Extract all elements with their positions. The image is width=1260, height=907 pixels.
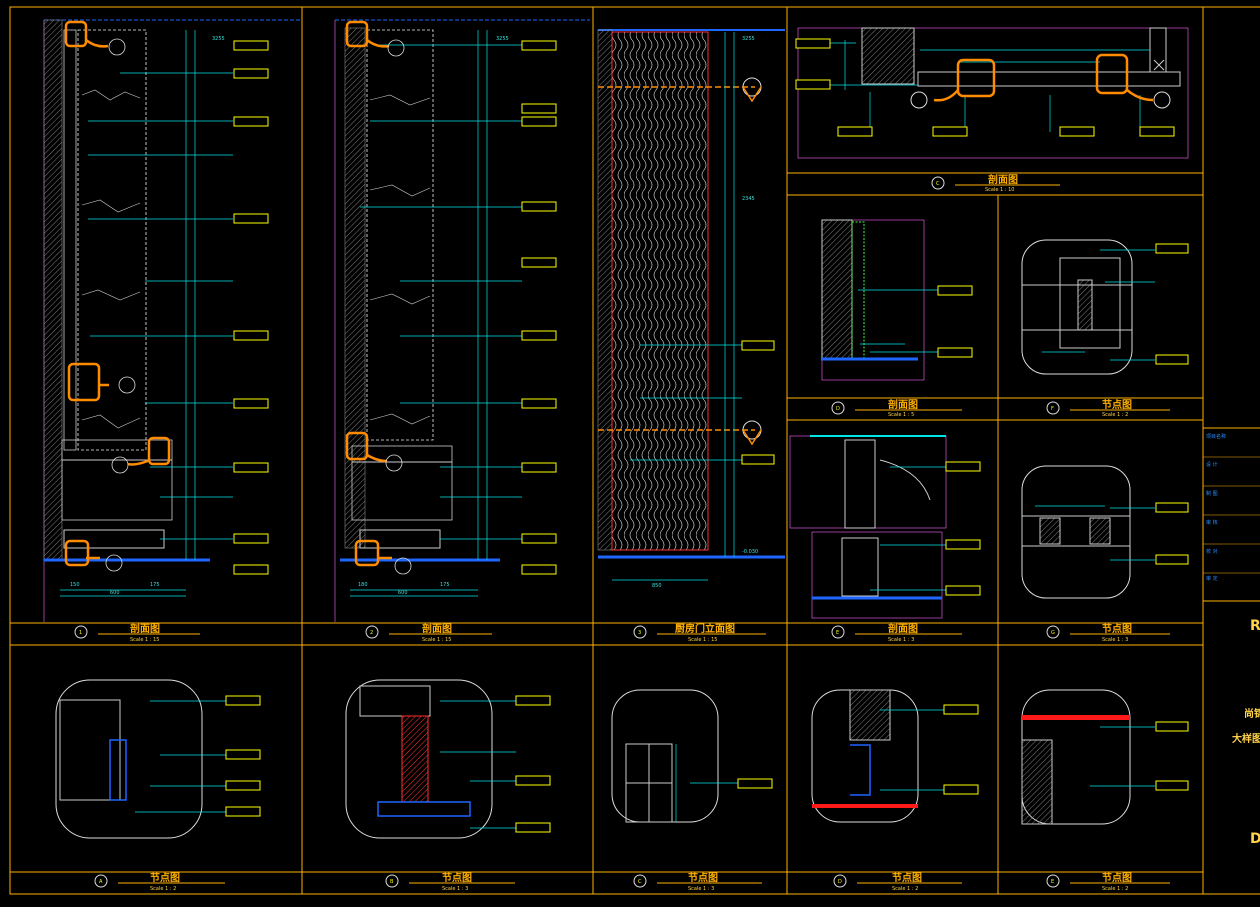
svg-text:节点图: 节点图 [688, 871, 718, 884]
svg-text:E: E [1051, 879, 1054, 885]
tb-row-2: 制 图 [1206, 490, 1218, 497]
title-block-rows [1203, 456, 1260, 574]
dim-left-p1: 150 [70, 582, 80, 588]
title-p9: A 节点图 Scale 1 : 2 [94, 871, 225, 892]
svg-text:Scale 1 : 15: Scale 1 : 15 [130, 637, 159, 643]
tb-row-0: 项目名称 [1206, 433, 1226, 440]
dim-left-p2: 180 [358, 582, 368, 588]
svg-text:剖面图: 剖面图 [130, 622, 160, 635]
tb-letter-top: R [1250, 618, 1260, 634]
panel-section-7 [789, 435, 981, 619]
panel-node-10 [345, 679, 551, 839]
svg-text:Scale 1 : 15: Scale 1 : 15 [422, 637, 451, 643]
dim-floor-p3: -0.030 [742, 549, 758, 555]
svg-text:E: E [836, 630, 839, 636]
dim-top-p1: 3255 [212, 36, 225, 42]
title-p7: E 剖面图 Scale 1 : 3 [831, 622, 962, 643]
svg-text:B: B [390, 879, 394, 885]
title-p3: 3 厨房门立面图 Scale 1 : 15 [633, 622, 766, 643]
svg-text:Scale 1 : 3: Scale 1 : 3 [888, 637, 914, 643]
svg-text:D: D [836, 406, 840, 412]
panel-node-8 [1021, 465, 1189, 599]
tb-letter-bottom: D [1250, 831, 1260, 847]
tb-row-3: 审 核 [1206, 519, 1218, 526]
panel-section-5 [821, 219, 973, 381]
title-p8: G 节点图 Scale 1 : 3 [1046, 622, 1170, 643]
dim-mid-p3: 2345 [742, 196, 755, 202]
panel-node-13 [1021, 689, 1189, 825]
svg-text:Scale 1 : 2: Scale 1 : 2 [1102, 412, 1128, 418]
title-block: 项目名称 设 计 制 图 审 核 校 对 审 定 R 尚锦 大样图 D [1206, 433, 1260, 847]
title-p6: F 节点图 Scale 1 : 2 [1046, 398, 1170, 418]
panel-titles: 1 剖面图 Scale 1 : 15 2 剖面图 Scale 1 : 15 3 … [74, 173, 1170, 892]
panel-node-9 [55, 679, 261, 839]
svg-text:F: F [1051, 406, 1054, 412]
svg-text:D: D [838, 879, 842, 885]
panel-node-11 [611, 689, 773, 823]
dim-top-p3: 3255 [742, 36, 755, 42]
svg-text:剖面图: 剖面图 [422, 622, 452, 635]
dim-width-p3: 850 [652, 583, 662, 589]
tb-row-5: 审 定 [1206, 575, 1218, 582]
svg-text:A: A [99, 879, 103, 885]
svg-text:Scale 1 : 15: Scale 1 : 15 [688, 637, 717, 643]
title-p5: D 剖面图 Scale 1 : 5 [831, 398, 962, 418]
svg-text:剖面图: 剖面图 [888, 398, 918, 411]
svg-text:节点图: 节点图 [892, 871, 922, 884]
svg-text:节点图: 节点图 [1102, 622, 1132, 635]
panel-node-12 [811, 689, 979, 823]
dim-right-p2: 175 [440, 582, 450, 588]
svg-text:1: 1 [79, 630, 82, 636]
tb-project-1: 尚锦 [1244, 707, 1260, 720]
sheet-frame [9, 6, 1260, 895]
title-p12: D 节点图 Scale 1 : 2 [833, 871, 962, 892]
dim-right-p1: 175 [150, 582, 160, 588]
tb-row-1: 设 计 [1206, 461, 1218, 468]
svg-text:厨房门立面图: 厨房门立面图 [675, 622, 735, 635]
svg-text:Scale 1 : 3: Scale 1 : 3 [442, 886, 468, 892]
svg-text:3: 3 [638, 630, 641, 636]
dim-top-p2: 3255 [496, 36, 509, 42]
svg-text:G: G [1051, 630, 1055, 636]
panel-elevation-3: 3255 850 2345 -0.030 [597, 29, 785, 589]
svg-text:Scale 1 : 2: Scale 1 : 2 [892, 886, 918, 892]
svg-text:Scale 1 : 2: Scale 1 : 2 [1102, 886, 1128, 892]
title-p1: 1 剖面图 Scale 1 : 15 [74, 622, 200, 643]
svg-text:Scale 1 : 5: Scale 1 : 5 [888, 412, 914, 418]
dim-width-p1: 600 [110, 590, 120, 596]
title-p2: 2 剖面图 Scale 1 : 15 [365, 622, 492, 643]
svg-text:Scale 1 : 3: Scale 1 : 3 [688, 886, 714, 892]
svg-text:节点图: 节点图 [442, 871, 472, 884]
svg-text:节点图: 节点图 [150, 871, 180, 884]
title-p13: E 节点图 Scale 1 : 2 [1046, 871, 1170, 892]
svg-text:2: 2 [370, 630, 373, 636]
dim-width-p2: 600 [398, 590, 408, 596]
panel-section-2: 3255 600 180 175 [334, 19, 590, 622]
svg-text:Scale 1 : 10: Scale 1 : 10 [985, 187, 1014, 193]
title-p4: C 剖面图 Scale 1 : 10 [931, 173, 1060, 193]
svg-text:C: C [936, 181, 940, 187]
svg-text:剖面图: 剖面图 [888, 622, 918, 635]
panel-plan-section-4 [795, 27, 1189, 159]
panel-section-1: 3255 600 150 175 [43, 19, 300, 622]
svg-text:节点图: 节点图 [1102, 398, 1132, 411]
panel-node-6 [1021, 239, 1189, 375]
svg-text:C: C [638, 879, 642, 885]
svg-text:剖面图: 剖面图 [988, 173, 1018, 186]
svg-text:Scale 1 : 3: Scale 1 : 3 [1102, 637, 1128, 643]
title-p11: C 节点图 Scale 1 : 3 [633, 871, 762, 892]
svg-text:Scale 1 : 2: Scale 1 : 2 [150, 886, 176, 892]
tb-row-4: 校 对 [1206, 548, 1218, 555]
title-p10: B 节点图 Scale 1 : 3 [385, 871, 515, 892]
svg-text:节点图: 节点图 [1102, 871, 1132, 884]
tb-project-2: 大样图 [1232, 732, 1260, 745]
